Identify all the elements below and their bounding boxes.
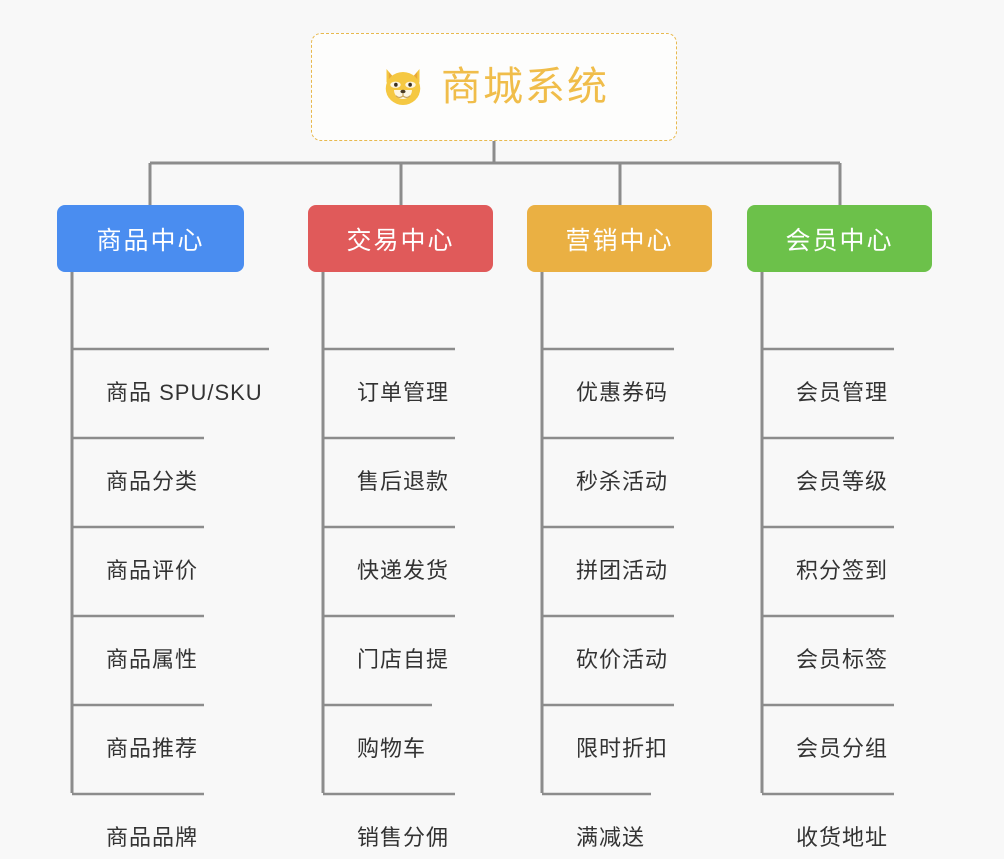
leaf-item[interactable]: 满减送	[576, 825, 646, 850]
leaf-item[interactable]: 商品分类	[106, 469, 199, 494]
leaf-item[interactable]: 优惠券码	[576, 380, 669, 405]
leaf-item[interactable]: 销售分佣	[357, 825, 450, 850]
root-title: 商城系统	[441, 65, 609, 109]
leaf-item[interactable]: 拼团活动	[576, 558, 669, 583]
leaf-item[interactable]: 收货地址	[796, 825, 889, 850]
leaf-item[interactable]: 快递发货	[357, 558, 450, 583]
category-box-member-center[interactable]: 会员中心	[747, 205, 932, 272]
leaf-item[interactable]: 限时折扣	[576, 736, 669, 761]
leaf-item[interactable]: 积分签到	[796, 558, 889, 583]
leaf-item[interactable]: 商品推荐	[106, 736, 199, 761]
category-box-product-center[interactable]: 商品中心	[57, 205, 244, 272]
leaf-item[interactable]: 商品品牌	[106, 825, 199, 850]
leaf-item[interactable]: 会员分组	[796, 736, 889, 761]
leaf-item[interactable]: 商品属性	[106, 647, 199, 672]
root-node[interactable]: 商城系统	[311, 33, 677, 141]
category-column-product-center: 商品中心商品 SPU/SKU 商品分类商品评价商品属性商品推荐商品品牌	[57, 205, 262, 849]
leaf-item[interactable]: 商品评价	[106, 558, 199, 583]
category-box-marketing-center[interactable]: 营销中心	[527, 205, 712, 272]
category-column-trade-center: 交易中心订单管理售后退款快递发货门店自提购物车销售分佣	[308, 205, 493, 849]
mindmap-canvas: 商城系统 商品中心商品 SPU/SKU 商品分类商品评价商品属性商品推荐商品品牌 交…	[57, 33, 932, 849]
leaf-item[interactable]: 会员标签	[796, 647, 889, 672]
category-column-marketing-center: 营销中心优惠券码秒杀活动拼团活动砍价活动限时折扣满减送	[527, 205, 712, 849]
leaf-item[interactable]: 会员管理	[796, 380, 889, 405]
category-column-member-center: 会员中心会员管理会员等级积分签到会员标签会员分组收货地址	[747, 205, 932, 849]
leaf-item[interactable]: 购物车	[357, 736, 427, 761]
leaf-item[interactable]: 会员等级	[796, 469, 889, 494]
leaf-item[interactable]: 售后退款	[357, 469, 450, 494]
leaf-item[interactable]: 商品 SPU/SKU	[106, 380, 263, 405]
leaf-item[interactable]: 门店自提	[357, 647, 450, 672]
leaf-item[interactable]: 砍价活动	[576, 647, 669, 672]
leaf-item[interactable]: 订单管理	[357, 380, 450, 405]
category-box-trade-center[interactable]: 交易中心	[308, 205, 493, 272]
leaf-item[interactable]: 秒杀活动	[576, 469, 669, 494]
shiba-dog-icon	[385, 69, 421, 105]
